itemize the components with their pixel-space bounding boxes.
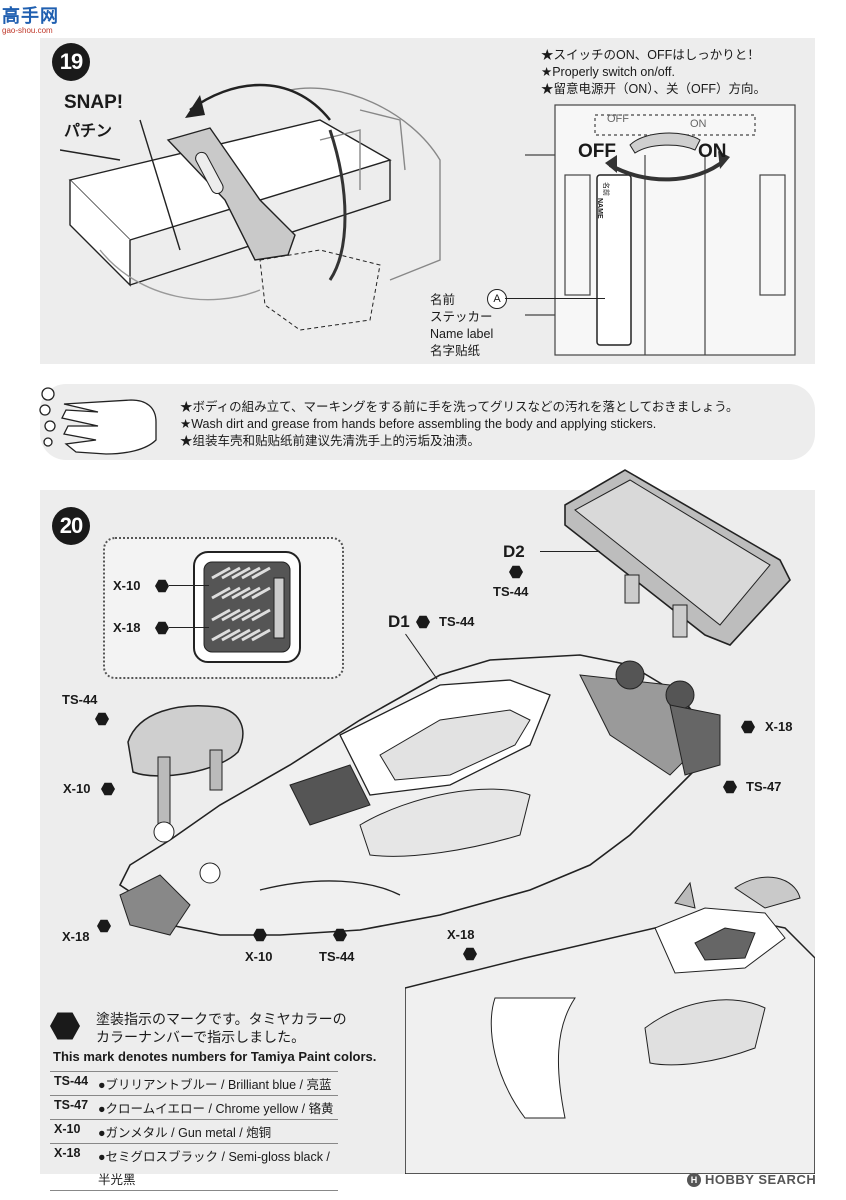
name-label-callout: 名前 ステッカー Name label 名字贴纸 [430, 292, 493, 360]
site-logo-text: 高手网 [2, 6, 59, 26]
paint-desc: ●ブリリアントブルー / Brilliant blue / 亮蓝 [94, 1071, 338, 1096]
detail-x18-label: X-18 [447, 927, 475, 942]
paint-code: TS-44 [50, 1071, 94, 1096]
paint-legend-jp-line2: カラーナンバーで指示しました。 [96, 1029, 306, 1045]
paint-code: X-10 [50, 1119, 94, 1144]
switch-note-jp: ★スイッチのON、OFFはしっかりと！ [541, 48, 760, 62]
hand-wash-jp: ★ボディの組み立て、マーキングをする前に手を洗ってグリスなどの汚れを落としておき… [180, 400, 739, 414]
front-x18-paint-icon [97, 919, 111, 933]
paint-code: TS-47 [50, 1095, 94, 1120]
switch-notes: ★スイッチのON、OFFはしっかりと！ ★Properly switch on/… [541, 47, 766, 98]
watermark-logo-icon: H [687, 1172, 701, 1187]
step20-number: 20 [52, 507, 90, 545]
chassis-switch-illustration [525, 104, 796, 356]
sticker-name-jp: 名前 [602, 182, 609, 196]
snap-label-jp: パチン [64, 123, 113, 140]
watermark-text: HOBBY SEARCH [705, 1172, 817, 1187]
name-label-line-3: Name label [430, 327, 494, 341]
inset-x18-label: X-18 [113, 620, 141, 635]
name-label-line-2: ステッカー [430, 310, 493, 324]
switch-off-small: OFF [607, 113, 629, 125]
inset-x10-label: X-10 [113, 578, 141, 593]
snap-label-en: SNAP! [64, 92, 124, 113]
hand-wash-en: ★Wash dirt and grease from hands before … [180, 417, 657, 431]
switch-on-label: ON [698, 141, 727, 162]
paint-desc: ●セミグロスブラック / Semi-gloss black / [94, 1143, 338, 1167]
switch-on-small: ON [690, 118, 707, 130]
inset-x18-paint-icon [155, 621, 169, 635]
detail-x18-paint-icon [463, 947, 477, 961]
rear-wing-d2 [564, 469, 791, 646]
hobby-search-watermark: H HOBBY SEARCH [687, 1172, 816, 1187]
inset-x18-leader [169, 627, 209, 628]
mirror-ts44-label: TS-44 [62, 692, 98, 707]
paint-legend-icon [50, 1012, 80, 1040]
name-label-line-1: 名前 [430, 293, 456, 307]
part-letter-badge: A [487, 289, 507, 309]
right-x18-paint-icon [741, 720, 755, 734]
right-ts47-paint-icon [723, 780, 737, 794]
d2-ts44-label: TS-44 [493, 584, 529, 599]
bottom-ts44-paint-icon [333, 928, 347, 942]
side-mirror [127, 705, 244, 843]
switch-note-cn: ★留意电源开（ON）、关（OFF）方向。 [541, 82, 766, 96]
switch-off-label: OFF [578, 141, 616, 162]
part-d2-label: D2 [503, 542, 525, 561]
bottom-x10-label: X-10 [245, 949, 273, 964]
paint-legend-en: This mark denotes numbers for Tamiya Pai… [53, 1049, 377, 1064]
hand-wash-text: ★ボディの組み立て、マーキングをする前に手を洗ってグリスなどの汚れを落としておき… [180, 399, 739, 450]
right-ts47-label: TS-47 [746, 779, 782, 794]
switch-note-en: ★Properly switch on/off. [541, 65, 675, 79]
site-logo-url: gao-shou.com [2, 26, 53, 35]
paint-desc: 半光黑 [94, 1167, 338, 1191]
paint-desc: ●ガンメタル / Gun metal / 炮铜 [94, 1119, 338, 1144]
part-d2-leader [540, 551, 600, 552]
site-logo: 高手网 gao-shou.com [2, 2, 72, 36]
paint-color-table: TS-44●ブリリアントブルー / Brilliant blue / 亮蓝 TS… [50, 1071, 338, 1191]
mirror-x10-label: X-10 [63, 781, 91, 796]
paint-desc: ●クロームイエロー / Chrome yellow / 铬黄 [94, 1095, 338, 1120]
part-letter: A [493, 293, 501, 305]
table-row: TS-47●クロームイエロー / Chrome yellow / 铬黄 [50, 1095, 338, 1120]
inset-x10-leader [169, 585, 209, 586]
bottom-x10-paint-icon [253, 928, 267, 942]
mirror-x10-paint-icon [101, 782, 115, 796]
hand-wash-cn: ★组装车壳和贴贴纸前建议先清洗手上的污垢及油渍。 [180, 434, 481, 448]
hand-wash-icon [39, 387, 157, 455]
table-row: TS-44●ブリリアントブルー / Brilliant blue / 亮蓝 [50, 1071, 338, 1096]
battery-strap-illustration [60, 83, 441, 331]
paint-code [50, 1167, 94, 1191]
table-row: X-10●ガンメタル / Gun metal / 炮铜 [50, 1119, 338, 1144]
table-row: X-18●セミグロスブラック / Semi-gloss black / [50, 1143, 338, 1167]
paint-code: X-18 [50, 1143, 94, 1167]
paint-legend-jp-line1: 塗装指示のマークです。タミヤカラーの [96, 1011, 347, 1027]
d1-ts44-paint-icon [416, 615, 430, 629]
name-label-line-4: 名字贴纸 [430, 344, 481, 358]
engine-detail-illustration [193, 551, 301, 663]
table-row: 半光黑 [50, 1167, 338, 1191]
step19-number: 19 [52, 43, 90, 81]
bottom-ts44-label: TS-44 [319, 949, 355, 964]
part-d1-label: D1 [388, 612, 410, 631]
body-detail-view [405, 876, 815, 1174]
sticker-name-en: NAME [596, 198, 603, 219]
inset-x10-paint-icon [155, 579, 169, 593]
right-x18-label: X-18 [765, 719, 793, 734]
car-body-d1 [118, 654, 721, 936]
front-x18-label: X-18 [62, 929, 90, 944]
hand-wash-banner [40, 384, 815, 460]
d1-ts44-label: TS-44 [439, 614, 475, 629]
name-label-leader [505, 298, 605, 299]
mirror-ts44-paint-icon [95, 712, 109, 726]
d2-ts44-paint-icon [509, 565, 523, 579]
paint-legend-jp: 塗装指示のマークです。タミヤカラーの カラーナンバーで指示しました。 [96, 1010, 347, 1046]
